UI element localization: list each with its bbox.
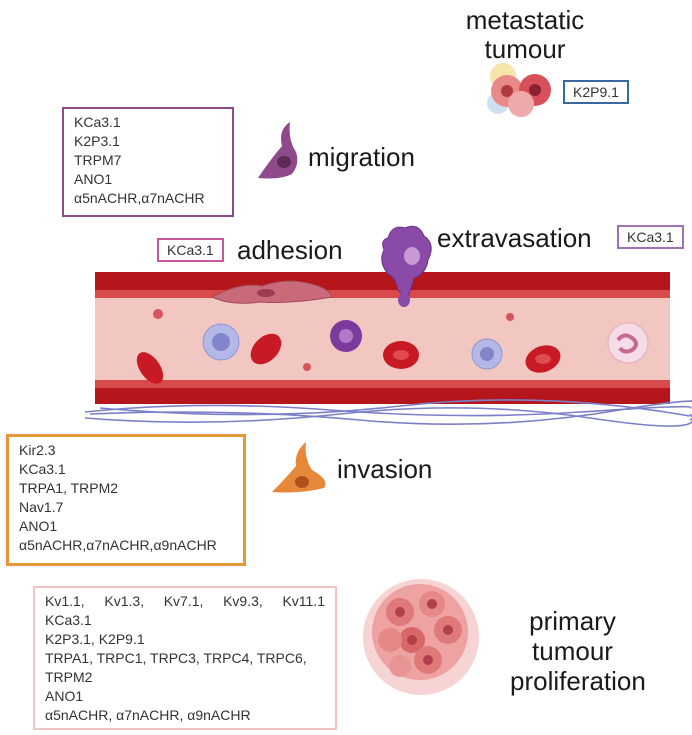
proliferation-channel-item: Kv9.3, xyxy=(223,593,263,609)
extravasation-channel-item: KCa3.1 xyxy=(627,229,674,245)
migration-channel-item: TRPM7 xyxy=(74,152,122,168)
proliferation-channel-item: Kv7.1, xyxy=(163,593,204,609)
vessel-wall-bottom-inner xyxy=(95,380,670,388)
metastatic-channel-box: K2P9.1 xyxy=(563,80,629,104)
vessel-lumen xyxy=(95,298,670,380)
extracellular-matrix-fibers xyxy=(84,399,692,427)
migration-channel-item: K2P3.1 xyxy=(74,133,120,149)
extravasation-channel-box: KCa3.1 xyxy=(617,225,684,249)
platelet-icon xyxy=(153,309,163,319)
migration-label: migration xyxy=(308,142,415,172)
invasion-channel-box: Kir2.3 KCa3.1 TRPA1, TRPM2 Nav1.7 ANO1 α… xyxy=(6,434,246,566)
invasion-channel-item: Kir2.3 xyxy=(19,442,56,458)
white-blood-cells xyxy=(202,320,649,370)
primary-tumour-icon xyxy=(363,579,479,695)
migrating-cell-icon xyxy=(258,122,298,179)
invasion-channel-item: α5nACHR,α7nACHR,α9nACHR xyxy=(19,537,217,553)
proliferation-channel-item: Kv11.1 xyxy=(282,593,325,609)
migration-channel-box: KCa3.1 K2P3.1 TRPM7 ANO1 α5nACHR,α7nACHR xyxy=(62,107,234,217)
proliferation-channel-item: ANO1 xyxy=(45,688,84,704)
metastatic-tumour-icon xyxy=(487,63,551,117)
adhesion-channel-item: KCa3.1 xyxy=(167,242,214,258)
invasion-channel-item: ANO1 xyxy=(19,518,58,534)
platelet-icon xyxy=(303,363,311,371)
vessel-wall-top-inner xyxy=(95,290,670,298)
migration-channel-item: KCa3.1 xyxy=(74,114,121,130)
migration-channel-item: α5nACHR,α7nACHR xyxy=(74,190,205,206)
invasion-channel-item: Nav1.7 xyxy=(19,499,64,515)
metastatic-channel-item: K2P9.1 xyxy=(573,84,619,100)
red-blood-cell-icon xyxy=(250,333,282,365)
primary-tumour-label: primary tumour proliferation xyxy=(510,606,646,696)
extravasating-cell-icon xyxy=(381,225,432,307)
neutrophil-icon xyxy=(607,322,649,364)
invading-cell-icon xyxy=(272,442,326,493)
proliferation-channel-box: Kv1.1, Kv1.3, Kv7.1, Kv9.3, Kv11.1 KCa3.… xyxy=(33,586,337,730)
red-blood-cell-icon xyxy=(136,352,164,384)
proliferation-channel-item: α5nACHR, α7nACHR, α9nACHR xyxy=(45,707,251,723)
adhesion-channel-box: KCa3.1 xyxy=(157,238,224,262)
vessel-wall-bottom xyxy=(95,388,670,404)
proliferation-channel-item: TRPA1, TRPC1, TRPC3, TRPC4, TRPC6, xyxy=(45,650,307,666)
invasion-channel-item: TRPA1, TRPM2 xyxy=(19,480,119,496)
extravasation-label: extravasation xyxy=(437,223,592,253)
proliferation-channel-item: KCa3.1 xyxy=(45,612,92,628)
adhesion-label: adhesion xyxy=(237,235,343,265)
red-blood-cells xyxy=(136,333,561,384)
migration-channel-item: ANO1 xyxy=(74,171,113,187)
platelets xyxy=(153,309,514,371)
proliferation-kv-row: Kv1.1, Kv1.3, Kv7.1, Kv9.3, Kv11.1 xyxy=(45,592,325,611)
platelet-icon xyxy=(506,313,514,321)
proliferation-channel-item: K2P3.1, K2P9.1 xyxy=(45,631,145,647)
proliferation-channel-item: Kv1.1, xyxy=(45,593,85,609)
proliferation-channel-item: TRPM2 xyxy=(45,669,93,685)
adhering-cell-nucleus-icon xyxy=(257,289,275,297)
invasion-label: invasion xyxy=(337,454,433,484)
proliferation-channel-item: Kv1.3, xyxy=(104,593,145,609)
invasion-channel-item: KCa3.1 xyxy=(19,461,66,477)
vessel-wall-top xyxy=(95,272,670,290)
metastatic-tumour-label: metastatic tumour xyxy=(465,5,585,64)
